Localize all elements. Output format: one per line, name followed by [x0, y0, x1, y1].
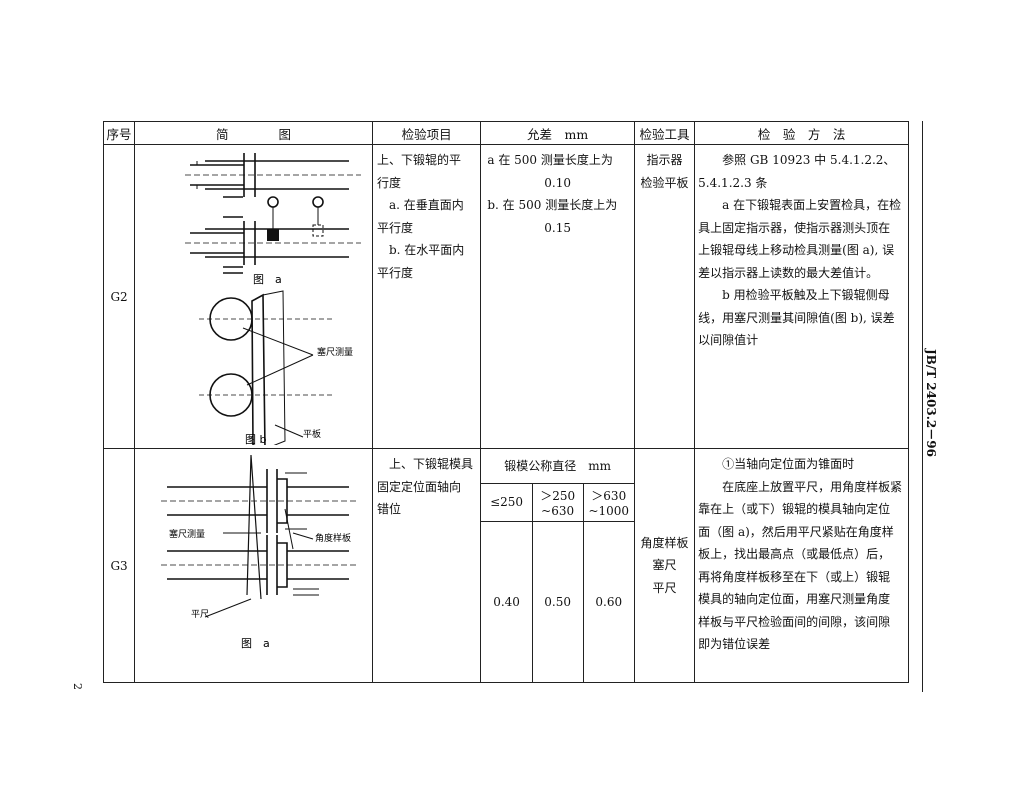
tool-line: 平尺	[652, 580, 677, 595]
diameter-col-3-top: ＞630	[591, 488, 627, 503]
row-number: G2	[102, 144, 136, 449]
item-cell: 上、下锻辊的平 行度 a. 在垂直面内 平行度 b. 在水平面内 平行度	[371, 144, 482, 449]
table-row: G2	[102, 144, 909, 451]
tolerance-cell: a 在 500 测量长度上为 0.10 b. 在 500 测量长度上为 0.15	[480, 144, 635, 449]
method-line: 具上固定指示器，使指示器测头顶在	[698, 220, 891, 235]
tolerance-cell: 锻模公称直径 mm ≤250 ＞250 ~630 ＞630 ~1000 0.40…	[480, 448, 635, 683]
tolerance-value: 0.50	[531, 520, 584, 682]
item-line: b. 在水平面内	[388, 243, 465, 257]
tool-line: 指示器	[646, 153, 683, 167]
g3-angle-plate-label: 角度样板	[315, 532, 351, 544]
tool-line: 检验平板	[640, 175, 689, 190]
standard-code-text: JB/T 2403.2－96	[924, 349, 938, 457]
method-line: 面（图 a)，然后用平尺紧贴在角度样	[698, 524, 894, 539]
item-line: 固定定位面轴向	[376, 479, 461, 494]
g3-fig-a-label: 图 a	[241, 637, 270, 650]
diameter-col-2-top: ＞250	[540, 488, 576, 503]
table-row: G3	[102, 448, 909, 683]
item-line: 上、下锻辊的平	[376, 153, 461, 167]
method-line: 以间隙值计	[698, 333, 759, 347]
tool-line: 塞尺	[652, 558, 677, 573]
g2-fig-b-label: 图 b	[245, 433, 266, 445]
tool-line: 角度样板	[640, 535, 689, 550]
header-tool: 检验工具	[633, 121, 696, 145]
row-number: G3	[102, 448, 136, 683]
method-line: 差以指示器上读数的最大差值计。	[698, 265, 879, 280]
page-number: 2	[71, 683, 84, 690]
item-line: 错位	[376, 502, 401, 516]
g3-feeler-label: 塞尺测量	[169, 528, 205, 540]
method-line: 靠在上（或下）锻辊的模具轴向定位	[698, 502, 891, 516]
diameter-col-2-bottom: ~630	[541, 503, 575, 518]
table-header-row: 序号 简 图 检验项目 允差 mm 检验工具 检 验 方 法	[102, 121, 909, 145]
item-line: 平行度	[376, 265, 413, 280]
header-no: 序号	[102, 121, 136, 145]
tolerance-value: 0.60	[582, 520, 634, 682]
header-item: 检验项目	[371, 121, 482, 145]
item-line: 上、下锻辊模具	[388, 457, 473, 471]
g2-flat-label: 平板	[303, 428, 321, 440]
tool-cell: 指示器 检验平板	[633, 144, 696, 449]
item-line: 行度	[376, 175, 401, 190]
g2-figure: 图 a 塞尺测量 平板 图 b	[185, 153, 362, 451]
tolerance-subtable: 锻模公称直径 mm ≤250 ＞250 ~630 ＞630 ~1000 0.40…	[481, 449, 634, 682]
method-cell: ①当轴向定位面为锥面时 在底座上放置平尺，用角度样板紧 靠在上（或下）锻辊的模具…	[694, 448, 909, 683]
figure-cell: 塞尺测量 角度样板 平尺 图 a	[134, 448, 373, 683]
method-line: ①当轴向定位面为锥面时	[722, 457, 855, 471]
diameter-col-3: ＞630 ~1000	[582, 482, 634, 522]
method-line: 模具的轴向定位面，用塞尺测量角度	[698, 592, 891, 606]
inspection-table: 序号 简 图 检验项目 允差 mm 检验工具 检 验 方 法 G2	[102, 121, 909, 683]
method-line: 在底座上放置平尺，用角度样板紧	[722, 479, 903, 494]
g2-fig-a-label: 图 a	[253, 273, 282, 286]
tolerance-line: b. 在 500 测量长度上为	[487, 198, 618, 212]
figure-cell: 图 a 塞尺测量 平板 图 b	[134, 144, 373, 451]
method-line: 线，用塞尺测量其间隙值(图 b), 误差	[698, 310, 895, 325]
tolerance-value: 0.10	[544, 175, 572, 190]
item-line: 平行度	[376, 220, 413, 235]
method-line: 5.4.1.2.3 条	[698, 175, 768, 190]
method-line: 上锻辊母线上移动检具测量(图 a), 误	[698, 243, 895, 257]
diameter-col-1: ≤250	[481, 482, 533, 522]
inspection-table-sheet: 序号 简 图 检验项目 允差 mm 检验工具 检 验 方 法 G2	[102, 121, 909, 683]
method-line: 再将角度样板移至在下（或上）锻辊	[698, 569, 891, 584]
tool-cell: 角度样板 塞尺 平尺	[633, 448, 696, 683]
item-line: a. 在垂直面内	[388, 198, 464, 212]
header-tolerance: 允差 mm	[480, 121, 635, 145]
method-line: 样板与平尺检验面间的间隙，该间隙	[698, 614, 891, 629]
diameter-col-2: ＞250 ~630	[531, 482, 584, 522]
method-line: a 在下锻辊表面上安置检具，在检	[722, 198, 902, 212]
tolerance-value: 0.40	[481, 520, 533, 682]
diameter-col-3-bottom: ~1000	[588, 503, 630, 518]
method-line: 参照 GB 10923 中 5.4.1.2.2、	[722, 153, 896, 167]
item-cell: 上、下锻辊模具 固定定位面轴向 错位	[371, 448, 482, 683]
header-figure: 简 图	[134, 121, 373, 145]
binding-margin-line	[922, 121, 923, 692]
tolerance-title: 锻模公称直径 mm	[481, 449, 634, 484]
method-line: 板上，找出最高点（或最低点）后，	[698, 547, 891, 561]
tolerance-value: 0.15	[544, 220, 572, 235]
tolerance-line: a 在 500 测量长度上为	[487, 153, 613, 167]
header-method: 检 验 方 法	[694, 121, 909, 145]
g2-feeler-label: 塞尺测量	[317, 346, 353, 358]
standard-code: JB/T 2403.2－96	[912, 349, 952, 460]
method-line: b 用检验平板触及上下锻辊侧母	[722, 288, 890, 302]
g3-figure: 塞尺测量 角度样板 平尺 图 a	[161, 454, 358, 650]
method-cell: 参照 GB 10923 中 5.4.1.2.2、 5.4.1.2.3 条 a 在…	[694, 144, 909, 449]
method-line: 即为错位误差	[698, 637, 771, 651]
g3-ruler-label: 平尺	[191, 609, 209, 620]
